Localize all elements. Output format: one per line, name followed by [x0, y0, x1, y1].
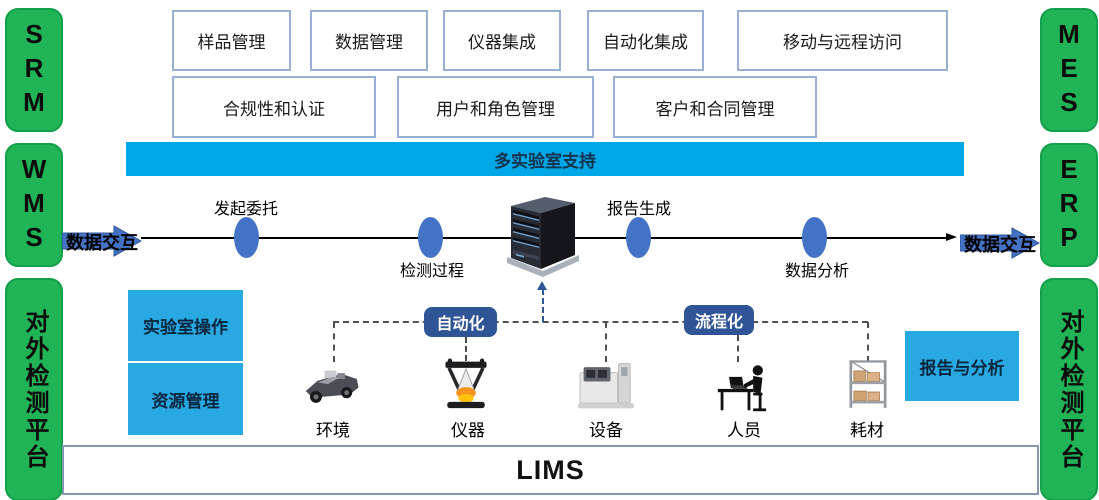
data-exchange-left: 数据交互: [61, 224, 143, 258]
dashed-bus-line: [333, 321, 868, 323]
server-uplink-arrowhead-icon: [537, 281, 547, 290]
stage-initiate-label: 发起委托: [213, 201, 279, 218]
sidebar-mes: MES: [1040, 8, 1098, 132]
data-exchange-right-label: 数据交互: [964, 235, 1036, 255]
environment-label: 环境: [316, 421, 350, 440]
instrument-label: 仪器: [451, 421, 485, 440]
srm-label: SRM: [19, 19, 49, 121]
mes-label: MES: [1054, 19, 1084, 121]
stage-testing-label: 检测过程: [399, 263, 465, 280]
module-sample-management: 样品管理: [172, 10, 291, 71]
flow-node-analysis: [802, 217, 827, 258]
panel-lab-operations: 实验室操作: [128, 290, 243, 361]
module-customer-contract-management: 客户和合同管理: [613, 76, 817, 138]
data-exchange-right: 数据交互: [959, 226, 1041, 260]
sidebar-external-platform-left: 对外检测平台: [5, 278, 63, 500]
automation-pill: 自动化: [424, 307, 497, 337]
drop-line-personnel: [737, 335, 739, 362]
panel-resource-management: 资源管理: [128, 363, 243, 435]
sidebar-erp: ERP: [1040, 143, 1098, 267]
erp-label: ERP: [1054, 154, 1084, 256]
flow-node-initiate: [234, 217, 259, 258]
sidebar-wms: WMS: [5, 143, 63, 267]
vehicle-icon: [300, 362, 366, 413]
lims-label: LIMS: [516, 454, 585, 485]
delta-robot-icon: [441, 356, 491, 417]
stage-report-label: 报告生成: [606, 201, 672, 218]
module-user-role-management: 用户和角色管理: [397, 76, 594, 138]
arrow-right-icon: [959, 227, 1041, 259]
wms-label: WMS: [19, 154, 49, 256]
sidebar-srm: SRM: [5, 8, 63, 132]
lims-footer-box: LIMS: [62, 445, 1039, 495]
data-exchange-left-label: 数据交互: [66, 233, 138, 253]
panel-report-analysis: 报告与分析: [905, 331, 1019, 401]
drop-line-consumables: [867, 322, 869, 362]
server-uplink-line: [542, 289, 544, 322]
module-automation-integration: 自动化集成: [587, 10, 704, 71]
consumables-label: 耗材: [850, 421, 884, 440]
stage-analysis-label: 数据分析: [784, 263, 850, 280]
module-compliance-certification: 合规性和认证: [172, 76, 376, 138]
flow-arrowhead-icon: [946, 233, 957, 241]
workflow-pill: 流程化: [684, 305, 754, 335]
equipment-label: 设备: [589, 421, 623, 440]
drop-line-environment: [333, 322, 335, 362]
person-at-desk-icon: [712, 362, 772, 419]
module-data-management: 数据管理: [310, 10, 428, 71]
drop-line-instrument: [465, 337, 467, 361]
server-icon: [502, 194, 584, 287]
personnel-label: 人员: [727, 421, 761, 440]
sidebar-external-platform-right: 对外检测平台: [1040, 278, 1098, 500]
module-instrument-integration: 仪器集成: [443, 10, 561, 71]
module-mobile-remote-access: 移动与远程访问: [737, 10, 948, 71]
multi-lab-support-banner: 多实验室支持: [126, 142, 964, 176]
drop-line-equipment: [605, 322, 607, 362]
flow-node-report: [626, 217, 651, 258]
external-platform-left-label: 对外检测平台: [21, 308, 48, 471]
storage-rack-icon: [846, 358, 890, 417]
arrow-right-icon: [61, 225, 143, 257]
analyzer-machine-icon: [577, 360, 635, 417]
flow-node-testing: [418, 217, 443, 258]
external-platform-right-label: 对外检测平台: [1056, 308, 1083, 471]
